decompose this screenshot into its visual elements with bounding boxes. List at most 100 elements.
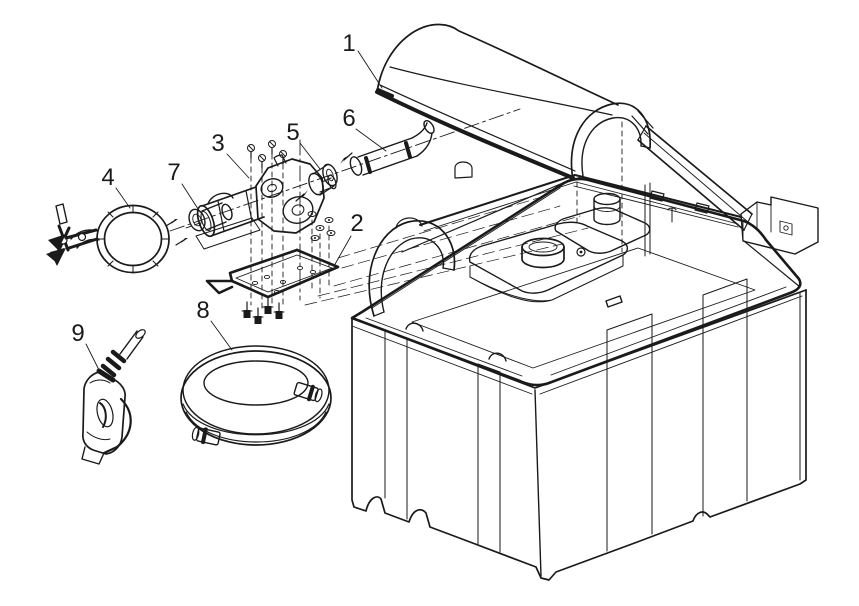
lid-bottom-band [379, 84, 576, 172]
rim-back-edge-inner [423, 181, 739, 232]
nozzle-trigger-slot [96, 398, 114, 428]
motor-handle [207, 192, 234, 205]
part-number: 1 [342, 30, 355, 57]
label-9-nozzle: 9 [71, 320, 101, 373]
tank-lid [375, 23, 753, 231]
left-arch-ends [373, 217, 455, 317]
leader-line [355, 128, 387, 152]
leader-line [299, 142, 321, 170]
rim-depth-line [401, 178, 573, 253]
tank-platform [468, 192, 651, 303]
left-arch-outer [368, 219, 456, 317]
hinge-outer [740, 196, 819, 255]
platform-screw-dot [579, 250, 583, 254]
assembly-centerline [169, 108, 521, 232]
battery-cable [46, 203, 170, 274]
pump-screws-top [247, 140, 287, 169]
lid-strut [637, 125, 753, 231]
nozzle-guard [102, 397, 132, 455]
part-number: 6 [342, 105, 355, 132]
elbow-screw-2 [181, 238, 188, 243]
plate-inner-line [235, 254, 333, 293]
plate-holes [251, 265, 317, 295]
cable-coil-outer [96, 204, 170, 274]
hinge-hole [783, 225, 789, 231]
nozzle-trigger [99, 402, 107, 428]
mounting-plate [205, 248, 340, 299]
tank-top-frame [350, 121, 802, 387]
part-number: 9 [71, 320, 84, 347]
lid-canopy-outline [376, 23, 619, 106]
elbow-screw-1 [171, 219, 178, 224]
leader-line [115, 187, 131, 209]
hose-end-fitting-left [191, 426, 221, 446]
lid-bottom-edge [375, 90, 575, 180]
elbow-dash [185, 222, 201, 229]
label-5-coupler: 5 [286, 119, 321, 170]
tank-right-ribs [606, 278, 801, 552]
tank-silhouette [351, 289, 807, 581]
plate-bolts-bottom [241, 297, 285, 324]
label-8-delivery-hose: 8 [196, 297, 233, 351]
platform-lower-face [469, 254, 624, 303]
part-number: 3 [211, 130, 224, 157]
leader-line [226, 153, 250, 179]
part-number: 4 [101, 164, 114, 191]
nozzle-base [81, 446, 105, 465]
hose-end-fitting-right [293, 381, 323, 403]
part-number: 5 [286, 119, 299, 146]
label-6-hose-connector: 6 [342, 105, 387, 152]
interior-dashed-lines [576, 121, 623, 253]
filler-cap [521, 237, 565, 269]
part-number: 7 [167, 159, 180, 186]
left-arch-inner [380, 237, 445, 313]
hinge-bracket [740, 196, 819, 288]
rim-back-edge [419, 174, 742, 226]
leader-line [85, 343, 101, 373]
rim-inner [365, 185, 787, 377]
suction-hose-connector [349, 119, 435, 176]
pump-base-bracket [195, 217, 261, 250]
leader-line [181, 183, 201, 213]
pump-head [255, 154, 337, 234]
left-arch-handle [368, 217, 456, 317]
cable-coil-ticks [96, 204, 170, 274]
leader-line [333, 235, 352, 267]
interior-wall-lines [644, 182, 677, 257]
label-2-plate: 2 [333, 210, 364, 267]
projection-lines [304, 195, 589, 306]
leader-line [210, 320, 233, 351]
tank-front-corner-edge [534, 389, 542, 577]
rim-interior-floor [411, 247, 756, 369]
rim-latches [454, 161, 710, 214]
label-4-cable: 4 [101, 164, 131, 209]
fuel-nozzle [81, 329, 146, 465]
hose-crimp-bands [364, 141, 412, 174]
nozzle-spout [119, 330, 144, 360]
label-3-pump: 3 [211, 130, 250, 179]
label-1-lid: 1 [342, 30, 383, 89]
part-labels: 1 2 3 4 5 6 7 8 [71, 30, 387, 373]
pump-port-cylinder [593, 192, 621, 226]
hinge-inner [742, 201, 793, 242]
part-number: 8 [196, 297, 209, 324]
platform-upper [554, 207, 651, 254]
pump-assembly [195, 139, 337, 324]
label-7-elbow: 7 [167, 159, 201, 213]
cable-coil-inner [103, 211, 163, 267]
fuel-tank-body [351, 278, 807, 581]
elbow-fitting [165, 202, 233, 246]
nozzle-bellows [100, 349, 127, 378]
battery-clamp-lower [46, 228, 99, 264]
plate-outline2 [228, 248, 299, 283]
platform-lower [468, 221, 629, 294]
tank-wall-top-bead [351, 295, 803, 395]
delivery-hose-coil [180, 345, 332, 446]
lid-corner-tip [376, 88, 394, 98]
part-number: 2 [350, 210, 363, 237]
pump-washers [307, 211, 336, 241]
platform-screw [576, 247, 586, 257]
pump-motor [196, 186, 265, 238]
